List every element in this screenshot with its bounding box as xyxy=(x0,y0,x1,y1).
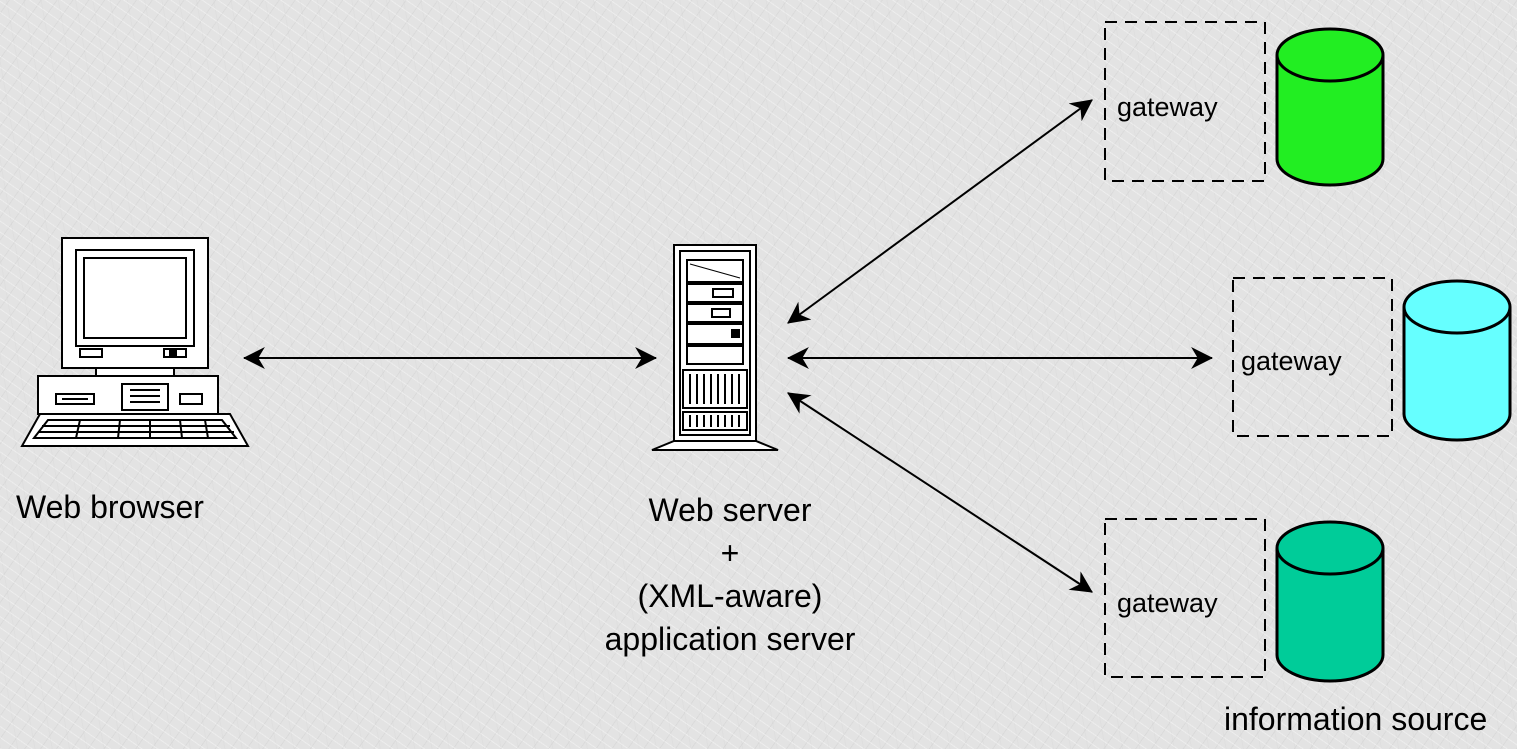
server-caption-line-2: + xyxy=(720,535,740,571)
server-caption-line-3: (XML-aware) xyxy=(637,578,823,614)
server-gateway3-arrow xyxy=(787,392,1093,593)
database-icon xyxy=(1402,279,1512,442)
server-caption: Web server + (XML-aware) application ser… xyxy=(530,489,930,661)
database-icon xyxy=(1275,27,1385,187)
gateway-boxes xyxy=(1104,21,1393,678)
database-icon xyxy=(1275,520,1385,683)
gateway-label: gateway xyxy=(1241,346,1342,376)
gateway-box-3 xyxy=(1104,518,1266,678)
server-caption-line-4: application server xyxy=(604,621,856,657)
gateway-label: gateway xyxy=(1117,92,1218,122)
gateway-box-1 xyxy=(1104,21,1266,182)
gateway-label: gateway xyxy=(1117,588,1218,618)
source-caption: information source xyxy=(1224,701,1488,737)
connection-arrows xyxy=(242,99,1214,593)
desktop-computer-icon xyxy=(20,237,250,447)
tower-server-icon xyxy=(651,244,779,451)
server-caption-line-1: Web server xyxy=(648,492,812,528)
server-gateway1-arrow xyxy=(787,99,1093,324)
browser-caption: Web browser xyxy=(16,489,204,525)
